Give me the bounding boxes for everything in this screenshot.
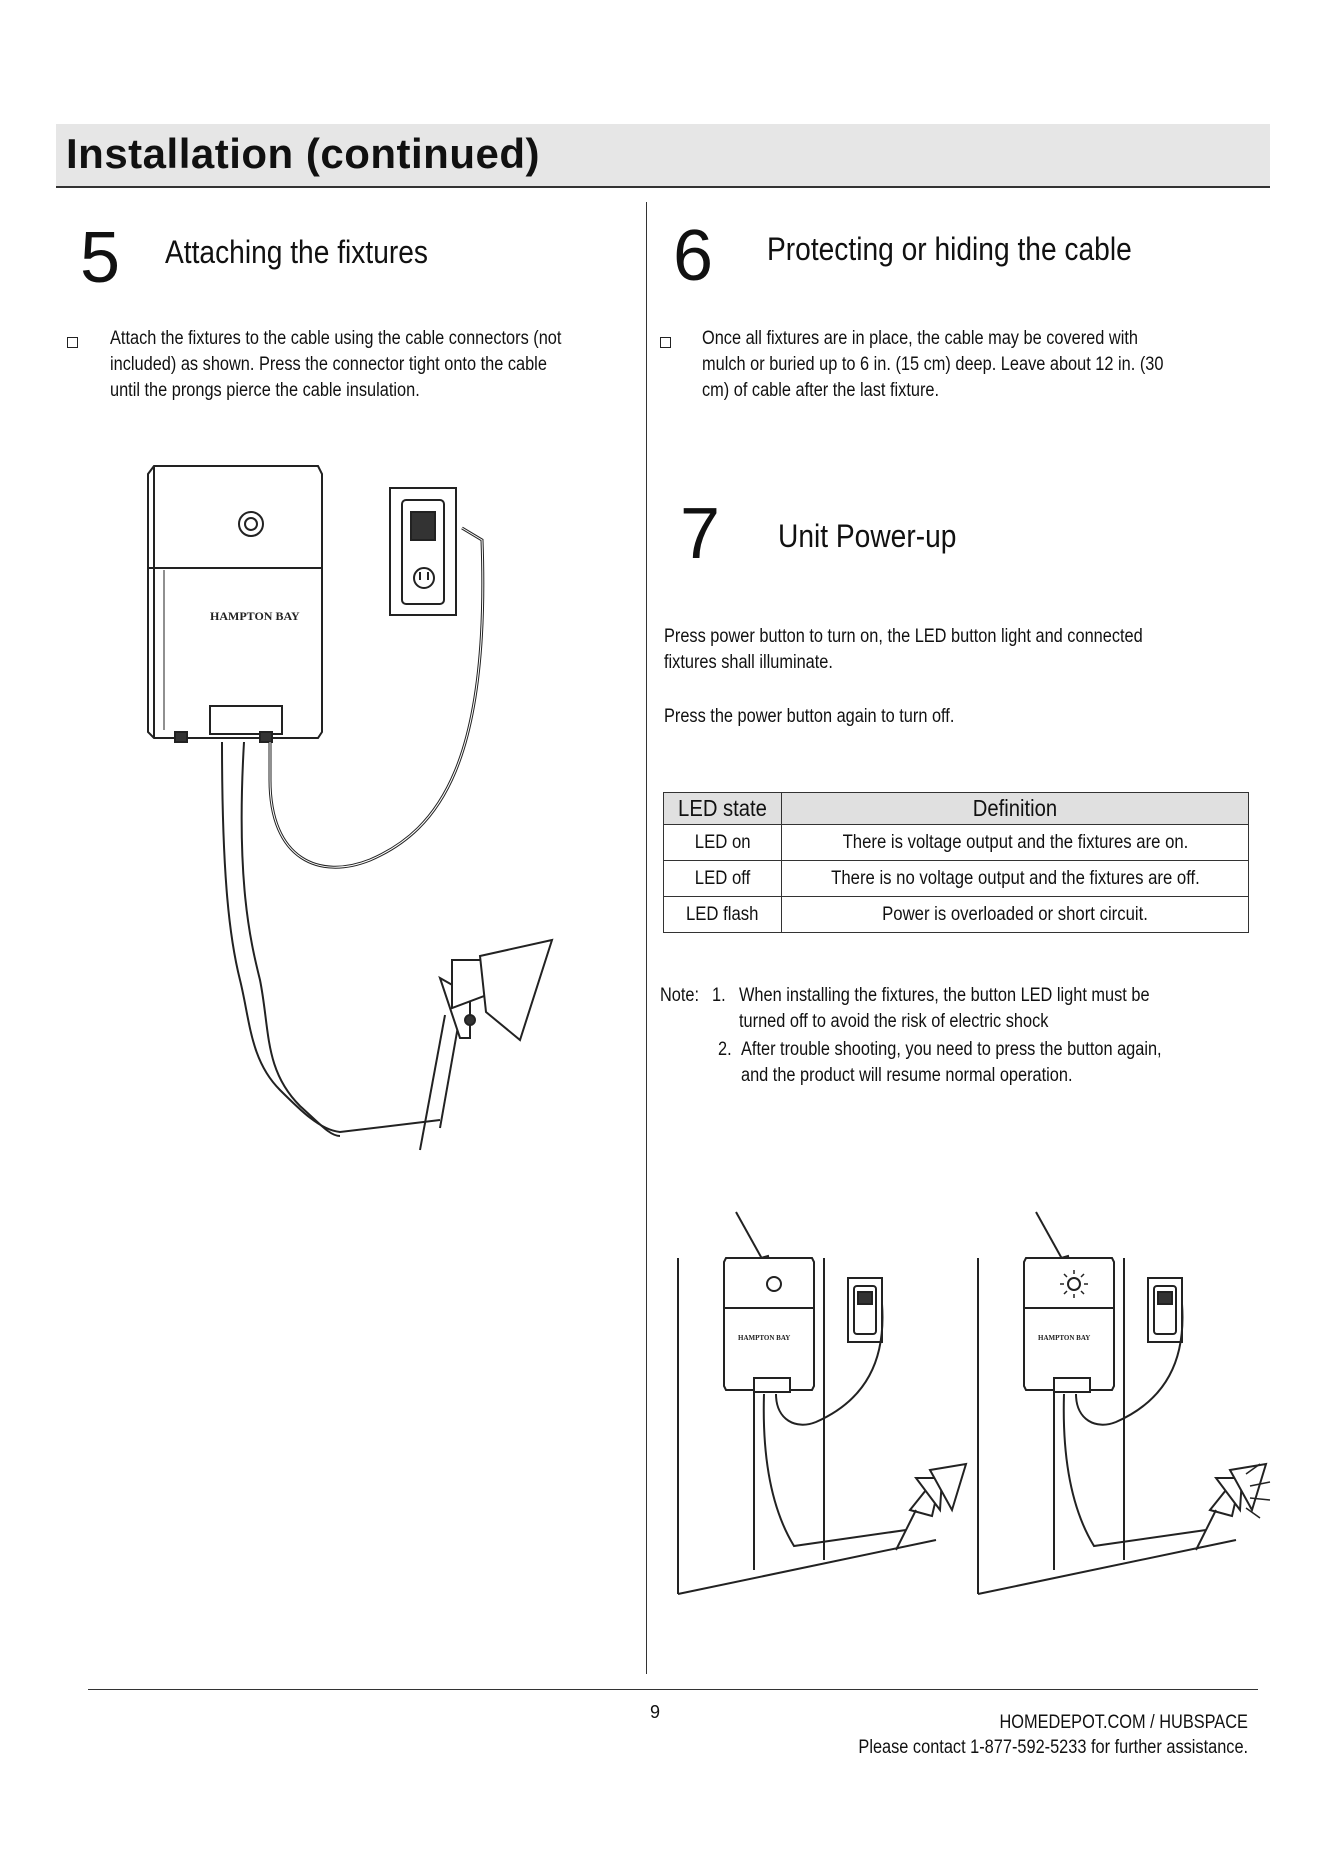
- note-2-line: After trouble shooting, you need to pres…: [741, 1039, 1162, 1060]
- table-row: LED on There is voltage output and the f…: [663, 824, 1249, 861]
- step-5-number: 5: [80, 218, 121, 298]
- step-7-number: 7: [680, 494, 721, 574]
- note-label: Note:: [660, 985, 700, 1006]
- note-1-line: turned off to avoid the risk of electric…: [739, 1011, 1049, 1032]
- step-5-instructions: Attach the fixtures to the cable using t…: [110, 326, 636, 404]
- table-cell: LED on: [663, 824, 782, 861]
- step-6-instructions: Once all fixtures are in place, the cabl…: [702, 326, 1222, 404]
- note-2-number: 2.: [718, 1039, 732, 1060]
- text-line: Press power button to turn on, the LED b…: [664, 626, 1143, 647]
- table-cell: Power is overloaded or short circuit.: [781, 896, 1249, 933]
- footer-contact: Please contact 1-877-592-5233 for furthe…: [858, 1737, 1248, 1758]
- brand-label: HAMPTON BAY: [210, 609, 300, 623]
- step-7-instructions: Press power button to turn on, the LED b…: [664, 624, 1184, 730]
- step-6-number: 6: [673, 216, 714, 296]
- text-line: mulch or buried up to 6 in. (15 cm) deep…: [702, 354, 1164, 375]
- text-line: Once all fixtures are in place, the cabl…: [702, 328, 1138, 349]
- note-1-number: 1.: [712, 985, 726, 1006]
- step-6-bullet-icon: [660, 337, 671, 348]
- brand-label: HAMPTON BAY: [1038, 1334, 1090, 1342]
- table-cell: LED flash: [663, 896, 782, 933]
- column-divider: [646, 202, 647, 1674]
- led-state-table: LED state Definition LED on There is vol…: [663, 792, 1249, 933]
- table-row: LED flash Power is overloaded or short c…: [663, 896, 1249, 933]
- power-on-illustration: HAMPTON BAY: [977, 1211, 1271, 1595]
- table-cell: There is voltage output and the fixtures…: [781, 824, 1249, 861]
- step-5-bullet-icon: [67, 337, 78, 348]
- table-header-cell: LED state: [663, 792, 782, 825]
- brand-label: HAMPTON BAY: [738, 1334, 790, 1342]
- page-number: 9: [650, 1702, 661, 1722]
- text-line: until the prongs pierce the cable insula…: [110, 380, 420, 401]
- power-off-illustration: HAMPTON BAY: [677, 1211, 968, 1595]
- section-header: Installation (continued): [56, 124, 1270, 188]
- note-1-line: When installing the fixtures, the button…: [739, 985, 1150, 1006]
- footer-site: HOMEDEPOT.COM / HUBSPACE: [999, 1712, 1248, 1733]
- section-title: Installation (continued): [66, 130, 540, 177]
- note-2-line: and the product will resume normal opera…: [741, 1065, 1073, 1086]
- table-cell: LED off: [663, 860, 782, 897]
- footer-rule: [88, 1689, 1258, 1690]
- text-line: cm) of cable after the last fixture.: [702, 380, 940, 401]
- step-7-title: Unit Power-up: [778, 518, 957, 554]
- table-cell: There is no voltage output and the fixtu…: [781, 860, 1249, 897]
- table-row: LED off There is no voltage output and t…: [663, 860, 1249, 897]
- text-line: Attach the fixtures to the cable using t…: [110, 328, 562, 349]
- table-header-cell: Definition: [781, 792, 1249, 825]
- text-line: Press the power button again to turn off…: [664, 706, 955, 727]
- step-5-title: Attaching the fixtures: [165, 234, 428, 270]
- text-line: included) as shown. Press the connector …: [110, 354, 547, 375]
- text-line: fixtures shall illuminate.: [664, 652, 833, 673]
- step-5-illustration: HAMPTON BAY: [147, 465, 554, 1151]
- step-6-title: Protecting or hiding the cable: [767, 231, 1132, 267]
- table-header-row: LED state Definition: [663, 792, 1249, 825]
